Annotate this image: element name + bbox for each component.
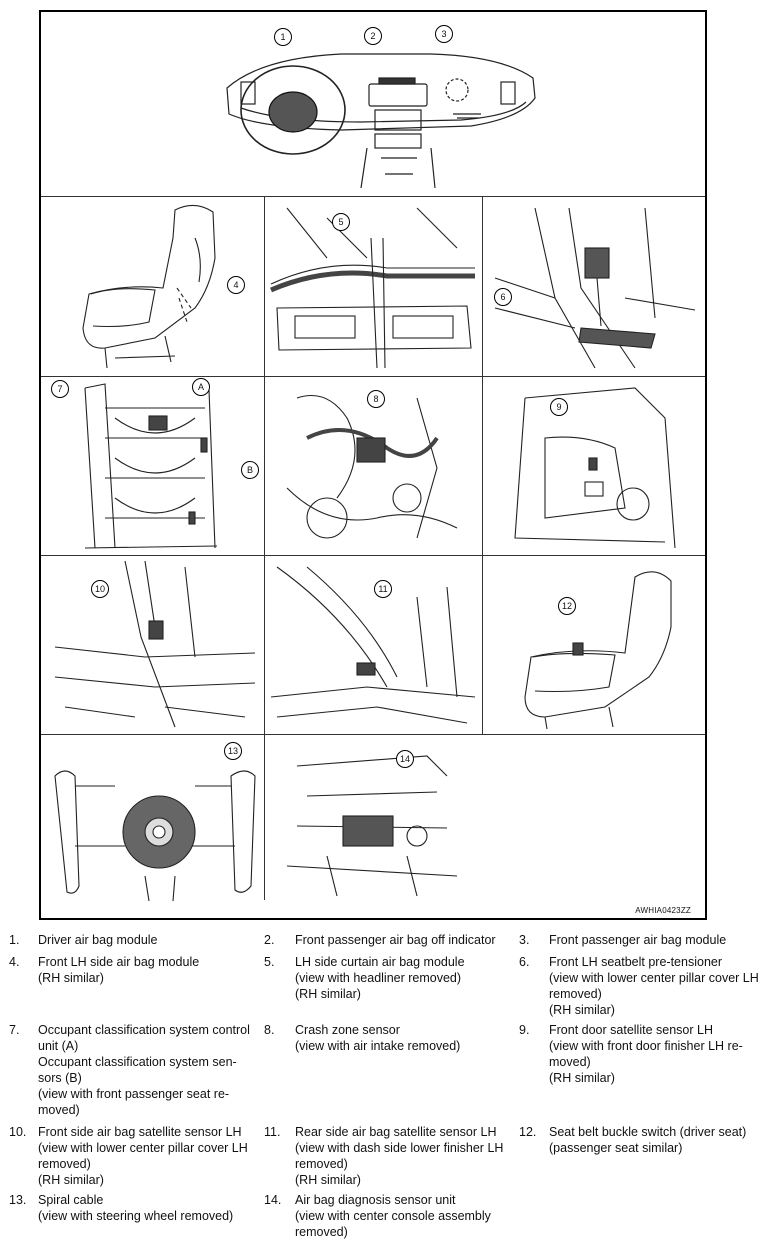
callout-11: 11: [374, 580, 392, 598]
callout-3: 3: [435, 25, 453, 43]
component-location-figure: 1 2 3 4 5 6: [39, 10, 707, 920]
grid-divider: [264, 196, 265, 900]
callout-2: 2: [364, 27, 382, 45]
callout-5: 5: [332, 213, 350, 231]
grid-divider: [482, 196, 483, 734]
callout-1: 1: [274, 28, 292, 46]
seat-frame-ocs-illustration: [45, 378, 261, 553]
callout-12: 12: [558, 597, 576, 615]
front-side-satellite-sensor-illustration: [45, 557, 261, 732]
grid-divider: [41, 376, 705, 377]
callout-6: 6: [494, 288, 512, 306]
crash-zone-sensor-illustration: [267, 378, 479, 553]
figure-code: AWHIA0423ZZ: [635, 906, 691, 915]
diagnosis-sensor-unit-illustration: [267, 736, 479, 901]
grid-divider: [41, 555, 705, 556]
spiral-cable-illustration: [45, 736, 261, 901]
callout-13: 13: [224, 742, 242, 760]
buckle-switch-seat-illustration: [485, 557, 703, 732]
seatbelt-pretensioner-illustration: [485, 198, 703, 374]
door-satellite-sensor-illustration: [485, 378, 703, 553]
callout-a: A: [192, 378, 210, 396]
callout-14: 14: [396, 750, 414, 768]
curtain-airbag-illustration: [267, 198, 479, 374]
rear-side-satellite-sensor-illustration: [267, 557, 479, 732]
dashboard-illustration: [221, 18, 541, 194]
callout-b: B: [241, 461, 259, 479]
callout-9: 9: [550, 398, 568, 416]
grid-divider: [41, 734, 705, 735]
callout-10: 10: [91, 580, 109, 598]
callout-8: 8: [367, 390, 385, 408]
callout-7: 7: [51, 380, 69, 398]
callout-4: 4: [227, 276, 245, 294]
grid-divider: [41, 196, 705, 197]
seat-side-illustration: [45, 198, 261, 374]
